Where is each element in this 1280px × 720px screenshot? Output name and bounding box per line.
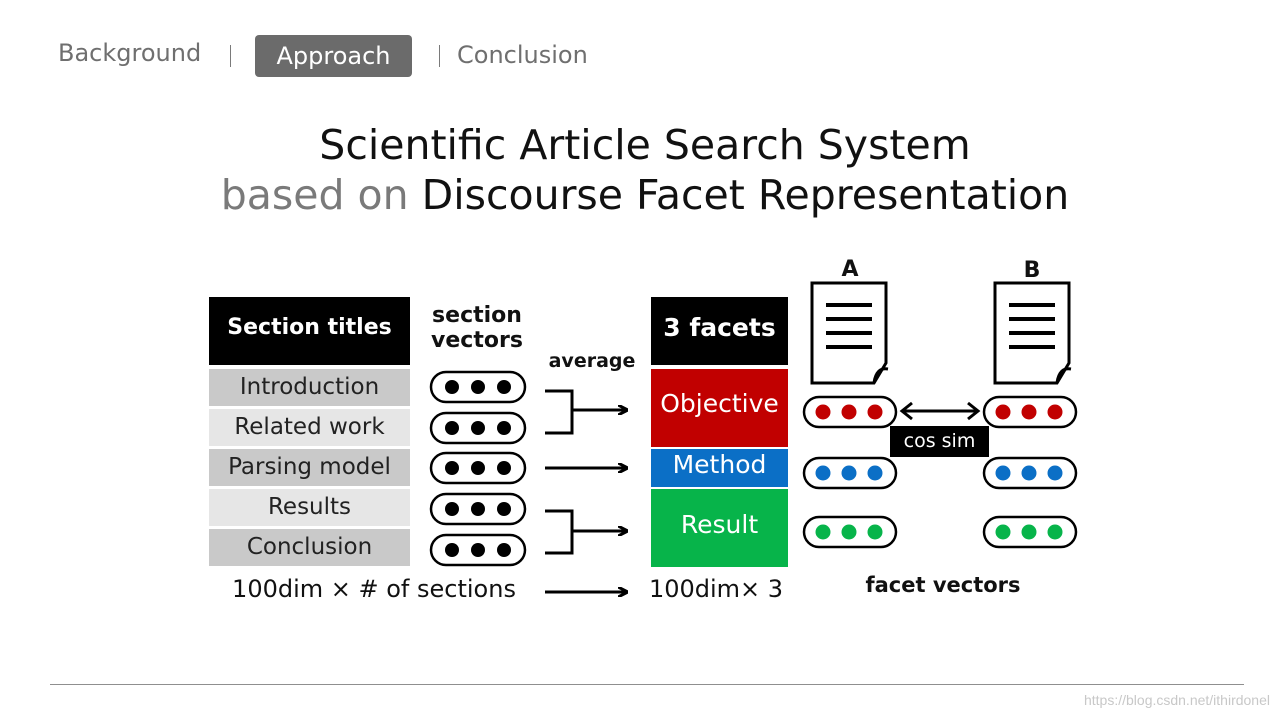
section-row-bg bbox=[209, 529, 410, 566]
document-a-icon bbox=[810, 281, 889, 385]
facet-vector-a-method bbox=[802, 456, 898, 490]
facet-vector-a-result bbox=[802, 515, 898, 549]
section-row-bg bbox=[209, 489, 410, 526]
facet-objective-label: Objective bbox=[660, 389, 779, 418]
section-title-row: Related work bbox=[234, 414, 385, 440]
facet-method-box bbox=[651, 449, 788, 487]
section-vector bbox=[429, 370, 527, 404]
section-row-bg bbox=[209, 449, 410, 486]
facet-objective-box bbox=[651, 369, 788, 447]
section-vector bbox=[429, 451, 527, 485]
average-bracket-bottom bbox=[545, 509, 574, 555]
section-vectors-label-line2: vectors bbox=[431, 328, 523, 353]
nav-background[interactable]: Background bbox=[58, 39, 202, 67]
cos-sim-label-box bbox=[890, 426, 989, 457]
output-dimension-label: 100dim× 3 bbox=[648, 575, 784, 603]
cos-sim-arrowhead-left bbox=[899, 401, 913, 421]
facets-header-box bbox=[651, 297, 788, 365]
facet-method-label: Method bbox=[672, 450, 767, 479]
nav-separator bbox=[230, 45, 231, 67]
slide-title-line2: based on Discourse Facet Representation bbox=[0, 171, 1280, 219]
section-titles-header-box bbox=[209, 297, 410, 365]
facet-vector-b-result bbox=[982, 515, 1078, 549]
section-vector bbox=[429, 533, 527, 567]
facets-header: 3 facets bbox=[663, 313, 776, 342]
document-a-label: A bbox=[841, 257, 859, 282]
facet-vector-b-objective bbox=[982, 395, 1078, 429]
section-title-row: Parsing model bbox=[228, 454, 391, 480]
nav-approach-active[interactable]: Approach bbox=[255, 35, 412, 77]
title-based-on: based on bbox=[220, 171, 409, 219]
cos-sim-arrowhead-right bbox=[967, 401, 981, 421]
section-vector bbox=[429, 492, 527, 526]
document-b-label: B bbox=[1023, 258, 1041, 283]
slide-title-line1: Scientific Article Search System bbox=[319, 121, 971, 169]
facet-vector-b-method bbox=[982, 456, 1078, 490]
section-nav: Background Approach Conclusion bbox=[58, 35, 658, 77]
section-row-bg bbox=[209, 409, 410, 446]
section-vectors-label: section vectors bbox=[425, 303, 529, 353]
section-title-row: Introduction bbox=[239, 374, 380, 400]
section-vector bbox=[429, 411, 527, 445]
average-label: average bbox=[548, 350, 636, 372]
facet-vector-a-objective bbox=[802, 395, 898, 429]
document-b-icon bbox=[993, 281, 1072, 385]
title-discourse-facet: Discourse Facet Representation bbox=[421, 171, 1070, 219]
facet-result-box bbox=[651, 489, 788, 567]
section-vectors-label-line1: section bbox=[432, 303, 522, 328]
nav-separator bbox=[439, 45, 440, 67]
section-title-row: Conclusion bbox=[246, 534, 373, 560]
input-dimension-label: 100dim × # of sections bbox=[232, 575, 516, 603]
section-title-row: Results bbox=[267, 494, 352, 520]
facet-vectors-label: facet vectors bbox=[865, 573, 1021, 597]
nav-conclusion[interactable]: Conclusion bbox=[457, 41, 588, 69]
facet-result-label: Result bbox=[680, 510, 759, 539]
average-bracket-top bbox=[545, 389, 574, 435]
cos-sim-label: cos sim bbox=[903, 430, 976, 452]
section-titles-header: Section titles bbox=[227, 315, 392, 340]
watermark: https://blog.csdn.net/ithirdonel bbox=[1083, 692, 1270, 708]
section-row-bg bbox=[209, 369, 410, 406]
footer-divider bbox=[50, 684, 1244, 685]
